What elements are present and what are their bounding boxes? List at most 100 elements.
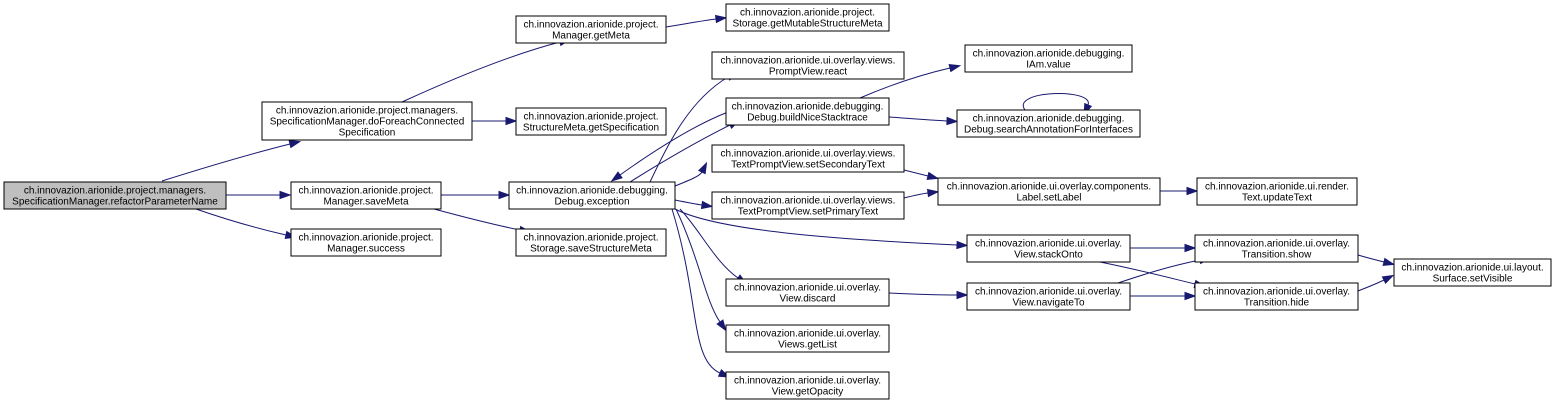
arrowhead	[946, 116, 959, 126]
arrowhead	[926, 171, 940, 180]
nodes: ch.innovazion.arionide.project.managers.…	[3, 3, 1552, 400]
node-label-line: Manager.success	[327, 244, 405, 255]
arrowhead	[498, 190, 511, 200]
node-getSpec[interactable]: ch.innovazion.arionide.project.Structure…	[515, 107, 667, 136]
edge-line	[401, 41, 561, 103]
edge-buildNice-to-iamValue	[859, 64, 962, 99]
node-box	[725, 97, 890, 126]
arrowhead	[716, 319, 727, 332]
node-getMeta[interactable]: ch.innovazion.arionide.project.Manager.g…	[515, 15, 667, 44]
arrowhead	[700, 200, 714, 210]
node-box	[290, 228, 442, 257]
node-label-line: ch.innovazion.arionide.project.	[740, 8, 875, 19]
edge-refactor-to-success	[195, 208, 298, 239]
edge-hide-to-setVisible	[1357, 274, 1395, 292]
node-box	[1196, 177, 1358, 206]
node-discard[interactable]: ch.innovazion.arionide.ui.overlay.View.d…	[725, 278, 890, 307]
node-setSecondary[interactable]: ch.innovazion.arionide.ui.overlay.views.…	[711, 144, 905, 173]
node-buildNice[interactable]: ch.innovazion.arionide.debugging.Debug.b…	[725, 97, 890, 126]
node-box	[725, 324, 890, 353]
node-setVisible[interactable]: ch.innovazion.arionide.ui.layout.Surface…	[1393, 258, 1552, 287]
node-label-line: ch.innovazion.arionide.ui.render.	[1205, 182, 1349, 193]
node-saveMeta[interactable]: ch.innovazion.arionide.project.Manager.s…	[290, 181, 442, 210]
node-navigateTo[interactable]: ch.innovazion.arionide.ui.overlay.View.n…	[966, 282, 1131, 311]
edge-line	[674, 208, 958, 246]
node-updateText[interactable]: ch.innovazion.arionide.ui.render.Text.up…	[1196, 177, 1358, 206]
edge-exception-to-stackOnto	[674, 208, 969, 250]
node-box	[515, 15, 667, 44]
node-searchAnno[interactable]: ch.innovazion.arionide.debugging.Debug.s…	[956, 109, 1141, 138]
node-label-line: ch.innovazion.arionide.ui.overlay.	[975, 287, 1122, 298]
edge-refactor-to-saveMeta	[226, 190, 292, 200]
node-box	[725, 371, 890, 400]
node-box	[725, 3, 890, 32]
node-hide[interactable]: ch.innovazion.arionide.ui.overlay.Transi…	[1194, 282, 1359, 311]
node-label-line: ch.innovazion.arionide.ui.overlay.	[734, 376, 881, 387]
edge-line	[674, 199, 703, 206]
node-setPrimary[interactable]: ch.innovazion.arionide.ui.overlay.views.…	[711, 191, 905, 220]
node-label-line: Storage.saveStructureMeta	[530, 244, 652, 255]
node-label-line: TextPromptView.setSecondaryText	[731, 160, 885, 171]
node-label-line: ch.innovazion.arionide.project.	[298, 233, 433, 244]
node-box	[966, 282, 1131, 311]
arrowhead	[610, 171, 623, 182]
node-react[interactable]: ch.innovazion.arionide.ui.overlay.views.…	[711, 51, 905, 80]
node-label-line: ch.innovazion.arionide.ui.overlay.views.	[721, 196, 896, 207]
node-getOpacity[interactable]: ch.innovazion.arionide.ui.overlay.View.g…	[725, 371, 890, 400]
node-saveStructure[interactable]: ch.innovazion.arionide.project.Storage.s…	[515, 228, 667, 257]
edge-line	[903, 169, 929, 177]
edge-saveMeta-to-exception	[441, 190, 511, 200]
node-label-line: Specification	[339, 128, 396, 139]
node-show[interactable]: ch.innovazion.arionide.ui.overlay.Transi…	[1194, 234, 1359, 263]
node-label-line: ch.innovazion.arionide.ui.overlay.	[734, 283, 881, 294]
node-label-line: StructureMeta.getSpecification	[523, 123, 659, 134]
node-label-line: Transition.hide	[1244, 298, 1310, 309]
node-box	[1194, 234, 1359, 263]
edge-line	[433, 208, 521, 231]
node-label-line: ch.innovazion.arionide.project.	[523, 20, 658, 31]
arrowhead	[1186, 186, 1199, 196]
node-label-line: ch.innovazion.arionide.ui.overlay.compon…	[947, 182, 1151, 193]
node-box	[515, 107, 667, 136]
node-setLabel[interactable]: ch.innovazion.arionide.ui.overlay.compon…	[937, 177, 1161, 206]
node-label-line: ch.innovazion.arionide.ui.layout.	[1401, 263, 1543, 274]
node-success[interactable]: ch.innovazion.arionide.project.Manager.s…	[290, 228, 442, 257]
node-label-line: Views.getList	[778, 340, 837, 351]
arrowhead	[505, 116, 518, 126]
edge-exception-to-setPrimary	[674, 199, 714, 210]
node-label-line: ch.innovazion.arionide.debugging.	[973, 49, 1125, 60]
node-getList[interactable]: ch.innovazion.arionide.ui.overlay.Views.…	[725, 324, 890, 353]
node-iamValue[interactable]: ch.innovazion.arionide.debugging.IAm.val…	[964, 44, 1133, 73]
edge-setSecondary-to-setLabel	[903, 169, 940, 180]
node-stackOnto[interactable]: ch.innovazion.arionide.ui.overlay.View.s…	[966, 234, 1131, 263]
node-box	[711, 144, 905, 173]
arrowhead	[956, 240, 969, 250]
node-label-line: View.discard	[780, 294, 836, 305]
node-box	[508, 181, 676, 210]
node-box	[937, 177, 1161, 206]
node-label-line: ch.innovazion.arionide.ui.overlay.views.	[721, 56, 896, 67]
edge-buildNice-to-searchAnno	[888, 116, 959, 126]
node-box	[3, 181, 227, 210]
edge-line	[195, 208, 287, 236]
node-label-line: ch.innovazion.arionide.debugging.	[516, 186, 668, 197]
node-doForeach[interactable]: ch.innovazion.arionide.project.managers.…	[261, 101, 473, 141]
arrowhead	[1382, 257, 1396, 266]
node-label-line: TextPromptView.setPrimaryText	[738, 207, 879, 218]
edge-line	[619, 111, 729, 176]
node-label-line: ch.innovazion.arionide.project.	[523, 233, 658, 244]
node-label-line: View.stackOnto	[1014, 250, 1083, 261]
node-label-line: ch.innovazion.arionide.ui.overlay.	[975, 239, 1122, 250]
arrowhead	[1184, 291, 1197, 301]
node-exception[interactable]: ch.innovazion.arionide.debugging.Debug.e…	[508, 181, 676, 210]
node-label-line: SpecificationManager.doForeachConnected	[270, 117, 465, 128]
node-label-line: Storage.getMutableStructureMeta	[732, 19, 883, 30]
edge-line	[161, 143, 291, 182]
node-box	[964, 44, 1133, 73]
edge-exception-to-getList	[675, 208, 727, 332]
node-getMutable[interactable]: ch.innovazion.arionide.project.Storage.g…	[725, 3, 890, 32]
node-refactor[interactable]: ch.innovazion.arionide.project.managers.…	[3, 181, 227, 210]
edge-line	[859, 67, 951, 99]
node-box	[711, 191, 905, 220]
